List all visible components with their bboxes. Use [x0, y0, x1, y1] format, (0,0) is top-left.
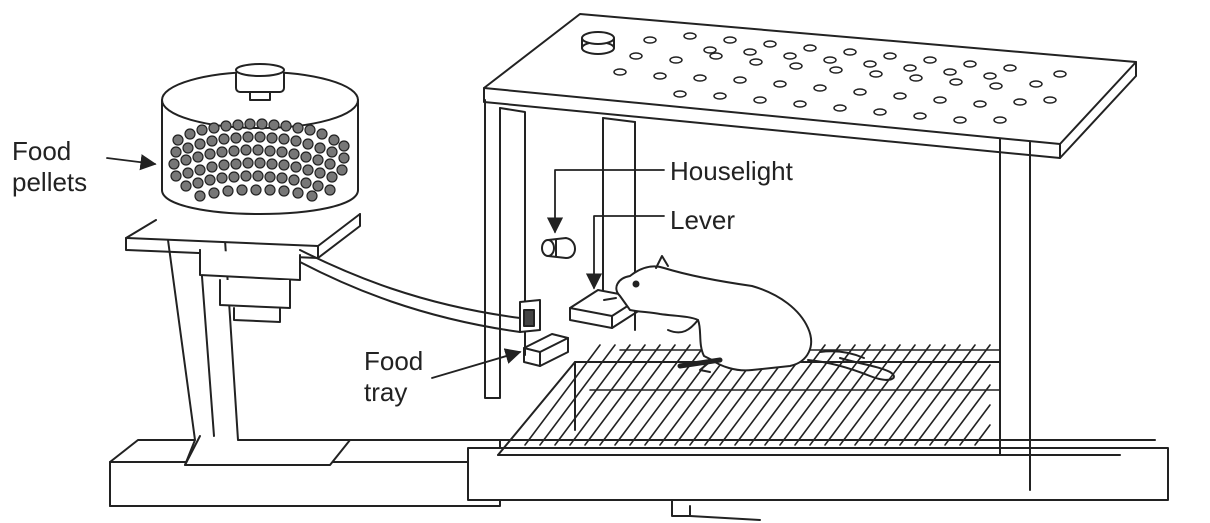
pellet-hopper	[161, 63, 359, 215]
pellets	[168, 118, 350, 202]
bulb-icon	[541, 237, 576, 259]
arrow-food-pellets	[106, 154, 157, 171]
label-food-pellets: Food pellets	[12, 136, 88, 197]
lid-holes	[613, 32, 1067, 124]
delivery-tube	[299, 249, 521, 333]
arrow-lever	[585, 215, 665, 290]
label-houselight: Houselight	[670, 156, 793, 186]
dispenser-stand	[125, 213, 361, 466]
leader-lines	[106, 154, 665, 379]
rat	[603, 255, 895, 381]
chamber-floor	[467, 361, 1169, 501]
arrow-food-tray	[431, 348, 522, 379]
label-lever: Lever	[670, 205, 736, 235]
chamber-lid	[483, 13, 1137, 159]
arrow-houselight	[546, 169, 665, 234]
tray-icon	[519, 299, 569, 367]
chamber-front-latch	[671, 499, 761, 521]
label-food-tray: Food tray	[364, 346, 424, 407]
